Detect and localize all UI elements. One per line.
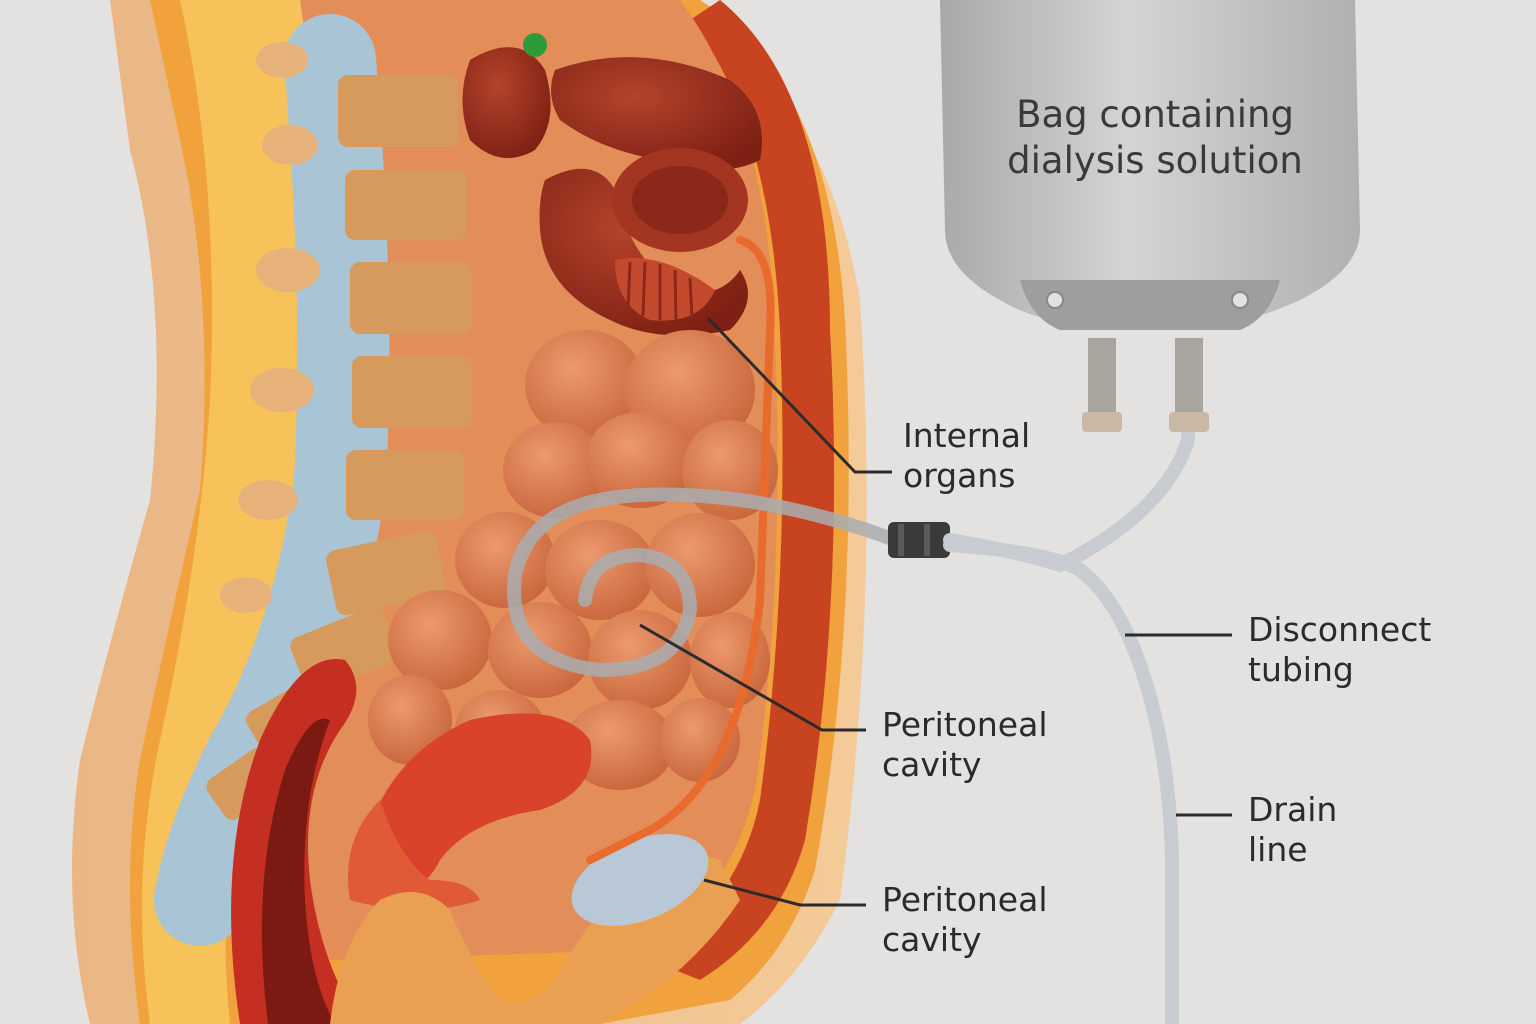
dialysis-bag xyxy=(940,0,1360,432)
label-line: Peritoneal xyxy=(882,705,1048,744)
label-line: cavity xyxy=(882,920,982,959)
spine xyxy=(154,14,472,946)
label-line: tubing xyxy=(1248,650,1354,689)
label-internal-organs: Internal organs xyxy=(903,416,1030,496)
bag-label: Bag containing dialysis solution xyxy=(955,92,1355,184)
upper-organs xyxy=(462,33,762,336)
label-line: organs xyxy=(903,456,1016,495)
leader-peritoneal-cavity-upper xyxy=(639,623,866,732)
pelvic-organs xyxy=(231,659,740,1024)
label-line: Disconnect xyxy=(1248,610,1432,649)
label-disconnect-tubing: Disconnect tubing xyxy=(1248,610,1431,690)
label-line: Drain xyxy=(1248,790,1338,829)
label-line: cavity xyxy=(882,745,982,784)
leader-peritoneal-cavity-lower xyxy=(703,878,866,907)
label-line: line xyxy=(1248,830,1308,869)
bag-label-line-1: Bag containing xyxy=(1016,93,1294,136)
label-peritoneal-cavity-upper: Peritoneal cavity xyxy=(882,705,1048,785)
label-line: Peritoneal xyxy=(882,880,1048,919)
external-tubing xyxy=(943,423,1196,1024)
label-line: Internal xyxy=(903,416,1031,455)
leader-internal-organs xyxy=(706,316,892,474)
coiled-catheter xyxy=(507,487,902,678)
label-drain-line: Drain line xyxy=(1248,790,1337,870)
tube-connector xyxy=(888,522,950,558)
leader-lines xyxy=(639,316,1232,907)
internal-catheter xyxy=(586,236,775,864)
abdominal-wall xyxy=(650,0,835,980)
label-peritoneal-cavity-lower: Peritoneal cavity xyxy=(882,880,1048,960)
bag-label-line-2: dialysis solution xyxy=(1007,139,1303,182)
